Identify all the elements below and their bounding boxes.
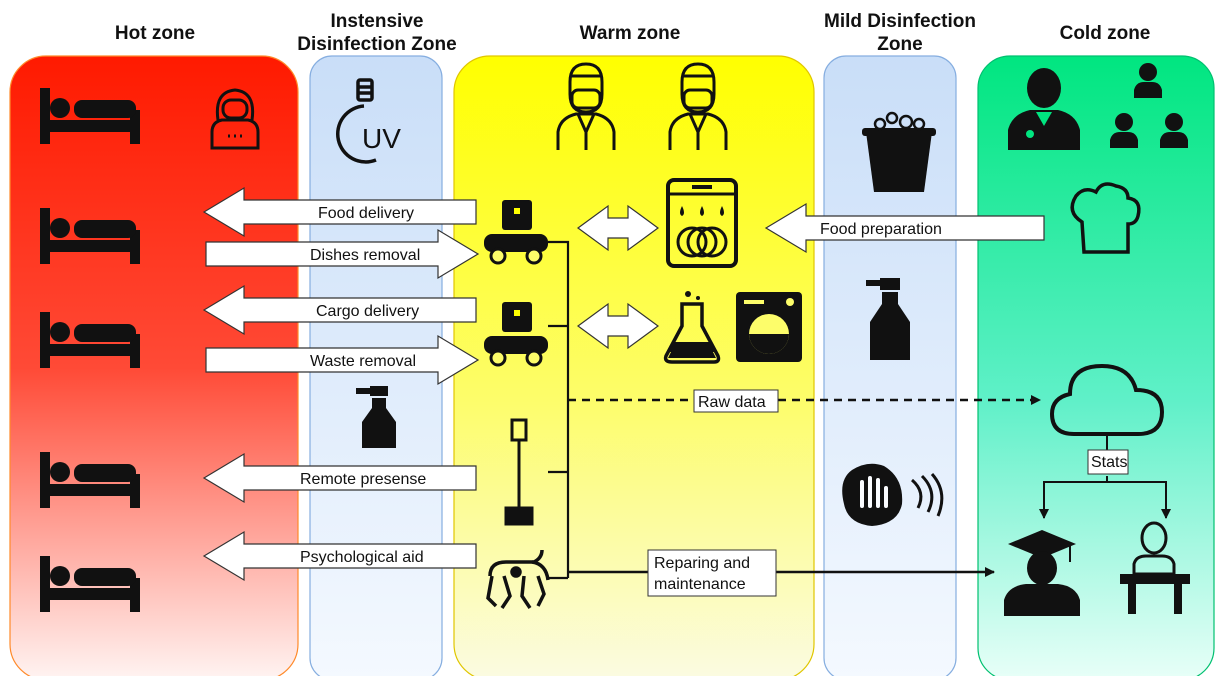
cleaning-hand-icon xyxy=(842,463,944,526)
telepresence-robot-icon xyxy=(504,418,534,526)
stats-label: Stats xyxy=(1091,454,1127,471)
intensive-disinfection-zone-title: Instensive Disinfection Zone xyxy=(297,11,457,55)
delivery-robot-icon xyxy=(484,200,548,265)
stats-label-box xyxy=(1087,449,1129,475)
hazmat-suit-icon xyxy=(210,88,260,150)
food-delivery-label: Food delivery xyxy=(318,205,414,222)
chef-hat-icon xyxy=(1070,182,1141,254)
washing-machine-icon xyxy=(736,292,802,362)
dishes-removal-arrow xyxy=(205,228,480,280)
person-icon xyxy=(1134,63,1162,98)
cargo-delivery-arrow xyxy=(202,284,477,336)
person-icon xyxy=(1160,113,1188,148)
remote-presense-arrow xyxy=(202,452,477,504)
cold-zone-title: Cold zone xyxy=(1059,23,1151,44)
food-delivery-arrow xyxy=(202,186,477,238)
dishwasher-double-arrow xyxy=(576,204,660,252)
delivery-robot-icon xyxy=(484,302,548,367)
waste-removal-arrow xyxy=(205,334,480,386)
spray-bottle-icon xyxy=(866,278,910,360)
dishwasher-icon xyxy=(666,178,738,268)
warm-zone-title: Warm zone xyxy=(579,23,681,44)
bed-icon xyxy=(40,556,140,612)
bed-icon xyxy=(40,208,140,264)
dishes-removal-label: Dishes removal xyxy=(310,247,420,264)
graduate-icon xyxy=(1004,530,1080,616)
masked-doctor-icon xyxy=(668,62,728,150)
bed-icon xyxy=(40,312,140,368)
cargo-delivery-label: Cargo delivery xyxy=(316,303,419,320)
lab-double-arrow xyxy=(576,302,660,350)
hot-zone-title: Hot zone xyxy=(114,23,196,44)
repairing-label-line1: Reparing and xyxy=(654,555,750,572)
uv-lamp-icon xyxy=(336,78,377,164)
cloud-icon xyxy=(1049,363,1165,436)
robot-dog-icon xyxy=(486,549,550,609)
stats-arrow-right xyxy=(1107,481,1171,519)
remote-presense-label: Remote presense xyxy=(300,471,426,488)
raw-data-label: Raw data xyxy=(698,394,766,411)
raw-data-label-box xyxy=(693,389,779,413)
mild-disinfection-zone-title: Mild Disinfection Zone xyxy=(824,11,976,55)
uv-label: UV xyxy=(362,123,401,154)
waste-removal-label: Waste removal xyxy=(310,353,416,370)
food-preparation-arrow xyxy=(764,202,1045,254)
lab-flask-icon xyxy=(663,291,721,364)
repairing-label-line2: maintenance xyxy=(654,576,746,593)
food-preparation-label: Food preparation xyxy=(820,221,942,238)
masked-doctor-icon xyxy=(556,62,616,150)
robot-connector-line xyxy=(548,240,570,578)
repairing-label-box xyxy=(647,549,777,597)
spray-bottle-icon xyxy=(356,386,396,448)
stats-arrow-left xyxy=(1039,476,1108,519)
person-icon xyxy=(1110,113,1138,148)
psychological-aid-label: Psychological aid xyxy=(300,549,424,566)
bed-icon xyxy=(40,452,140,508)
psychological-aid-arrow xyxy=(202,530,477,582)
bed-icon xyxy=(40,88,140,144)
bucket-icon xyxy=(862,111,936,192)
presenter-icon xyxy=(1120,521,1190,614)
doctor-icon xyxy=(1008,68,1080,150)
